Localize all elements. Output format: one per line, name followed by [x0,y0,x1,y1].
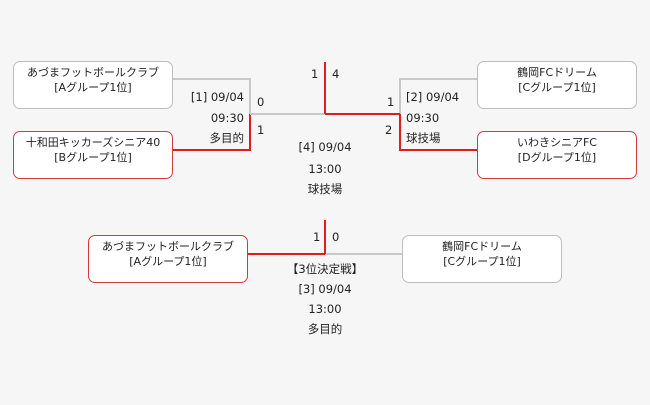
m2-bottom-line [399,114,477,151]
third-time: 13:00 [308,302,342,316]
m2-top-line [399,78,477,114]
team-name: 鶴岡FCドリーム [442,240,522,253]
match1-time: 09:30 [210,111,244,125]
team-box-third-a1[interactable]: あづまフットボールクラブ [Aグループ1位] [88,235,248,283]
third-number: [3] 09/04 [298,282,352,296]
team-box-b1[interactable]: 十和田キッカーズシニア40 [Bグループ1位] [13,131,173,179]
team-name: あづまフットボールクラブ [27,66,159,79]
match2-score-top: 1 [387,95,395,109]
third-venue: 多目的 [307,322,343,336]
match2-venue: 球技場 [406,131,441,145]
m1-top-line [173,78,251,114]
third-score-left: 1 [313,230,321,244]
final-score-left: 1 [311,67,319,81]
team-box-third-c1[interactable]: 鶴岡FCドリーム [Cグループ1位] [402,235,562,283]
third-place-title: 【3位決定戦】 [286,262,364,276]
final-venue: 球技場 [307,182,343,196]
match1-venue: 多目的 [209,131,245,145]
third-score-right: 0 [332,230,340,244]
match2-number: [2] 09/04 [406,90,460,104]
final-time: 13:00 [308,162,342,176]
m1-bottom-line [173,114,251,151]
match2-time: 09:30 [406,111,440,125]
match1-score-bottom: 1 [257,123,265,137]
team-name: いわきシニアFC [516,136,597,149]
team-group: [Bグループ1位] [54,151,132,164]
final-number: [4] 09/04 [298,140,352,154]
team-group: [Cグループ1位] [443,255,521,268]
final-score-right: 4 [332,67,340,81]
team-name: 十和田キッカーズシニア40 [25,136,161,149]
match1-score-top: 0 [257,95,265,109]
team-name: 鶴岡FCドリーム [517,66,597,79]
team-box-c1[interactable]: 鶴岡FCドリーム [Cグループ1位] [477,61,637,109]
team-name: あづまフットボールクラブ [102,240,234,253]
team-box-d1[interactable]: いわきシニアFC [Dグループ1位] [477,131,637,179]
team-group: [Cグループ1位] [518,81,596,94]
match2-score-bottom: 2 [385,123,393,137]
team-box-a1[interactable]: あづまフットボールクラブ [Aグループ1位] [13,61,173,109]
team-group: [Dグループ1位] [517,151,597,164]
team-group: [Aグループ1位] [54,81,132,94]
team-group: [Aグループ1位] [129,255,207,268]
match1-number: [1] 09/04 [190,90,244,104]
